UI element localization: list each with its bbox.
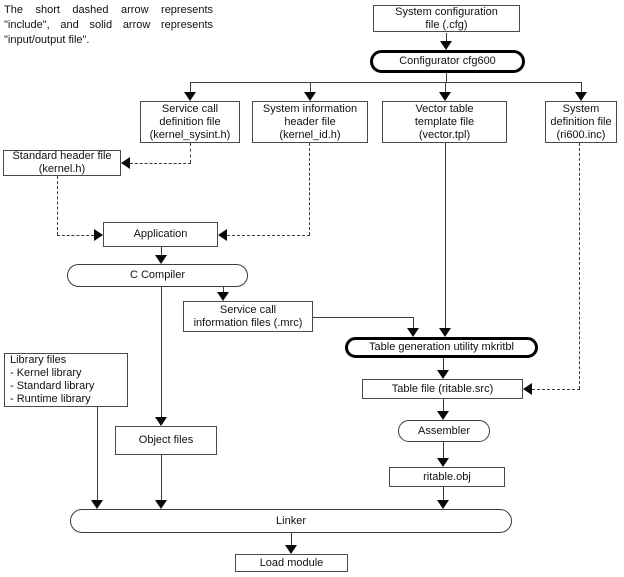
node-c-compiler: C Compiler	[67, 264, 248, 287]
connector-ritableobj-linker	[443, 487, 444, 500]
node-system-definition-file: System definition file (ri600.inc)	[545, 101, 617, 143]
dashed-sysint-vertical	[190, 143, 191, 163]
connector-branch-bar	[190, 82, 582, 83]
dashed-ri600-horizontal	[532, 389, 580, 390]
legend-note: The short dashed arrow represents "inclu…	[4, 4, 213, 46]
connector-branch-drop-2	[310, 82, 311, 92]
arrowhead-into-tablefile	[437, 370, 449, 379]
dashed-sysint-horizontal	[130, 163, 191, 164]
arrowhead-into-configurator	[440, 41, 452, 50]
connector-ccompiler-objectfiles	[161, 287, 162, 417]
node-object-files: Object files	[115, 426, 217, 455]
node-service-call-information-files: Service call information files (.mrc)	[183, 301, 313, 332]
node-assembler: Assembler	[398, 420, 490, 442]
arrowhead-into-vector-table-template	[439, 92, 451, 101]
dashed-kernelid-vertical	[309, 143, 310, 235]
connector-configurator-stem	[446, 73, 447, 82]
node-library-files: Library files - Kernel library - Standar…	[4, 353, 128, 407]
dashed-kernelh-horizontal	[57, 235, 94, 236]
node-configurator-cfg600: Configurator cfg600	[370, 50, 525, 73]
node-load-module: Load module	[235, 554, 348, 572]
node-vector-table-template-file: Vector table template file (vector.tpl)	[382, 101, 507, 143]
connector-branch-drop-1	[190, 82, 191, 92]
connector-vectortpl-mkritbl	[445, 143, 446, 328]
connector-objectfiles-linker	[161, 455, 162, 500]
arrowhead-vectortpl-into-mkritbl	[439, 328, 451, 337]
arrowhead-into-mrc	[217, 292, 229, 301]
node-service-call-definition-file: Service call definition file (kernel_sys…	[140, 101, 240, 143]
connector-branch-drop-3	[445, 82, 446, 92]
arrowhead-into-assembler	[437, 411, 449, 420]
arrowhead-into-service-call-definition	[184, 92, 196, 101]
arrowhead-objectfiles-into-linker	[155, 500, 167, 509]
arrowhead-into-loadmodule	[285, 545, 297, 554]
dashed-kernelh-vertical	[57, 176, 58, 235]
connector-branch-drop-4	[581, 82, 582, 92]
node-standard-header-file: Standard header file (kernel.h)	[3, 150, 121, 176]
connector-tablefile-assembler	[443, 399, 444, 411]
connector-libraryfiles-linker	[97, 407, 98, 500]
node-table-file: Table file (ritable.src)	[362, 379, 523, 399]
dashed-kernelid-horizontal	[227, 235, 310, 236]
node-system-information-header-file: System information header file (kernel_i…	[252, 101, 368, 143]
arrowhead-into-system-information-header	[304, 92, 316, 101]
node-linker: Linker	[70, 509, 512, 533]
dashed-ri600-vertical	[579, 143, 580, 389]
arrowhead-kernelh-into-application	[94, 229, 103, 241]
connector-mrc-horizontal	[313, 317, 414, 318]
arrowhead-kernelid-into-application	[218, 229, 227, 241]
arrowhead-into-ritableobj	[437, 458, 449, 467]
arrowhead-into-objectfiles	[155, 417, 167, 426]
connector-linker-loadmodule	[291, 533, 292, 545]
connector-cfgfile-configurator	[446, 33, 447, 42]
node-system-configuration-file: System configuration file (.cfg)	[373, 5, 520, 32]
connector-assembler-ritableobj	[443, 442, 444, 458]
connector-ccompiler-mrc	[223, 287, 224, 292]
connector-application-ccompiler	[161, 247, 162, 255]
connector-mrc-drop	[413, 317, 414, 328]
arrowhead-into-ccompiler	[155, 255, 167, 264]
arrowhead-into-system-definition	[575, 92, 587, 101]
arrowhead-into-standard-header	[121, 157, 130, 169]
arrowhead-libraryfiles-into-linker	[91, 500, 103, 509]
connector-mkritbl-tablefile	[443, 358, 444, 370]
node-table-generation-utility-mkritbl: Table generation utility mkritbl	[345, 337, 538, 358]
node-ritable-obj: ritable.obj	[389, 467, 505, 487]
node-application: Application	[103, 222, 218, 247]
arrowhead-mrc-into-mkritbl	[407, 328, 419, 337]
arrowhead-ritableobj-into-linker	[437, 500, 449, 509]
arrowhead-ri600-into-tablefile	[523, 383, 532, 395]
